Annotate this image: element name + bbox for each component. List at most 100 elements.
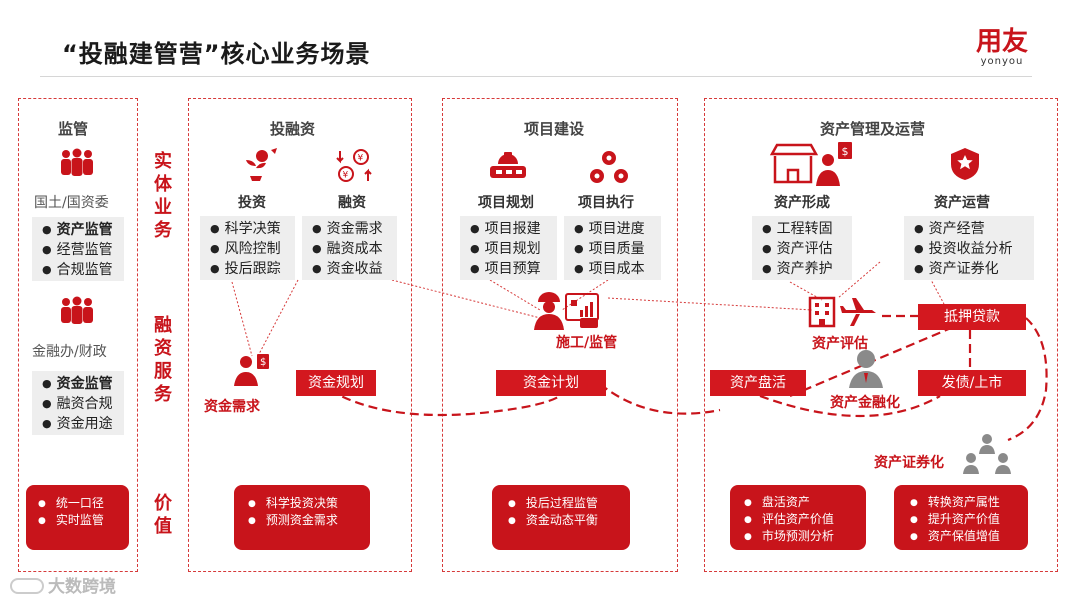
page-title: “投融建管营”核心业务场景 bbox=[62, 40, 371, 68]
bond-listing-label: 发债/上市 bbox=[918, 370, 1026, 396]
supervision-title: 监管 bbox=[58, 120, 89, 138]
supervision-group2-title: 金融办/财政 bbox=[32, 344, 107, 360]
logo-text-cn: 用友 bbox=[975, 27, 1028, 57]
list-item: 评估资产价值 bbox=[744, 511, 866, 528]
construction-value-box: 投后过程监管 资金动态平衡 bbox=[492, 485, 630, 550]
badge-icon bbox=[948, 146, 982, 186]
row-label-finance: 融资服务 bbox=[154, 315, 172, 405]
list-item: 提升资产价值 bbox=[910, 511, 1028, 528]
people-group-icon bbox=[58, 296, 96, 332]
construction-execution-list: 项目进度 项目质量 项目成本 bbox=[564, 216, 661, 280]
investment-finance-title: 融资 bbox=[338, 195, 366, 211]
list-item: 风险控制 bbox=[210, 239, 295, 259]
mortgage-loan-label: 抵押贷款 bbox=[918, 304, 1026, 330]
list-item: 盘活资产 bbox=[744, 494, 866, 511]
list-item: 科学决策 bbox=[210, 219, 295, 239]
list-item: 资金收益 bbox=[312, 259, 397, 279]
list-item: 项目进度 bbox=[574, 219, 661, 239]
list-item: 合规监管 bbox=[42, 260, 124, 280]
asset-value-box-2: 转换资产属性 提升资产价值 资产保值增值 bbox=[894, 485, 1028, 550]
list-item: 资产监管 bbox=[42, 220, 124, 240]
row-label-value: 价值 bbox=[154, 493, 172, 537]
row-label-entity: 实体业务 bbox=[154, 151, 172, 241]
construction-title: 项目建设 bbox=[524, 120, 585, 138]
list-item: 资产保值增值 bbox=[910, 528, 1028, 545]
store-person-icon: $ bbox=[768, 140, 860, 190]
person-avatar-icon bbox=[846, 348, 886, 394]
people-cycle-icon bbox=[962, 432, 1012, 480]
list-item: 投后过程监管 bbox=[508, 495, 630, 512]
investment-value-box: 科学投资决策 预测资金需求 bbox=[234, 485, 370, 550]
watermark-text: 大数跨境 bbox=[48, 577, 116, 597]
svg-text:$: $ bbox=[260, 357, 266, 368]
people-group-icon bbox=[58, 148, 96, 184]
list-item: 项目规划 bbox=[470, 239, 557, 259]
funding-demand-label: 资金需求 bbox=[204, 399, 260, 415]
asset-title: 资产管理及运营 bbox=[820, 120, 926, 138]
list-item: 项目预算 bbox=[470, 259, 557, 279]
gears-icon bbox=[588, 150, 630, 190]
asset-formation-list: 工程转固 资产评估 资产养护 bbox=[752, 216, 852, 280]
list-item: 项目报建 bbox=[470, 219, 557, 239]
list-item: 融资成本 bbox=[312, 239, 397, 259]
asset-operation-list: 资产经营 投资收益分析 资产证券化 bbox=[904, 216, 1034, 280]
list-item: 投后跟踪 bbox=[210, 259, 295, 279]
list-item: 项目质量 bbox=[574, 239, 661, 259]
logo-text-en: yonyou bbox=[980, 56, 1024, 67]
supervision-value-box: 统一口径 实时监管 bbox=[26, 485, 129, 550]
title-divider bbox=[40, 76, 1032, 77]
supervision-group1-list: 资产监管 经营监管 合规监管 bbox=[32, 217, 124, 281]
list-item: 投资收益分析 bbox=[914, 239, 1034, 259]
list-item: 统一口径 bbox=[38, 495, 129, 512]
building-plane-icon bbox=[806, 294, 878, 332]
asset-formation-title: 资产形成 bbox=[774, 195, 830, 211]
asset-revitalize-label: 资产盘活 bbox=[710, 370, 806, 396]
investment-invest-list: 科学决策 风险控制 投后跟踪 bbox=[200, 216, 295, 280]
list-item: 资金需求 bbox=[312, 219, 397, 239]
asset-financialization-label: 资产金融化 bbox=[830, 395, 900, 411]
list-item: 科学投资决策 bbox=[248, 495, 370, 512]
list-item: 融资合规 bbox=[42, 394, 124, 414]
capital-plan-label: 资金计划 bbox=[496, 370, 606, 396]
svg-text:¥: ¥ bbox=[358, 154, 364, 164]
list-item: 资金动态平衡 bbox=[508, 512, 630, 529]
yonyou-logo: 用友 yonyou bbox=[968, 28, 1036, 67]
construction-planning-list: 项目报建 项目规划 项目预算 bbox=[460, 216, 557, 280]
list-item: 资金监管 bbox=[42, 374, 124, 394]
watermark-logo-icon bbox=[10, 578, 44, 594]
svg-text:¥: ¥ bbox=[343, 171, 349, 181]
asset-value-box-1: 盘活资产 评估资产价值 市场预测分析 bbox=[730, 485, 866, 550]
list-item: 工程转固 bbox=[762, 219, 852, 239]
list-item: 资产经营 bbox=[914, 219, 1034, 239]
list-item: 预测资金需求 bbox=[248, 512, 370, 529]
person-document-icon: $ bbox=[232, 352, 272, 392]
worker-board-icon bbox=[532, 288, 602, 334]
finance-exchange-icon: ¥ ¥ bbox=[334, 148, 374, 188]
list-item: 资产评估 bbox=[762, 239, 852, 259]
list-item: 资产养护 bbox=[762, 259, 852, 279]
watermark: 大数跨境 bbox=[10, 572, 116, 597]
funding-plan-label: 资金规划 bbox=[296, 370, 376, 396]
investment-title: 投融资 bbox=[270, 120, 316, 138]
investment-plant-icon bbox=[238, 146, 278, 186]
supervision-group1-title: 国土/国资委 bbox=[34, 195, 109, 211]
construction-barrier-icon bbox=[488, 150, 528, 186]
asset-securitization-label: 资产证券化 bbox=[874, 455, 944, 471]
investment-invest-title: 投资 bbox=[238, 195, 266, 211]
list-item: 资产证券化 bbox=[914, 259, 1034, 279]
construction-planning-title: 项目规划 bbox=[478, 195, 534, 211]
investment-finance-list: 资金需求 融资成本 资金收益 bbox=[302, 216, 397, 280]
asset-evaluation-label: 资产评估 bbox=[812, 336, 868, 352]
construction-site-label: 施工/监管 bbox=[556, 335, 618, 351]
list-item: 资金用途 bbox=[42, 414, 124, 434]
construction-execution-title: 项目执行 bbox=[578, 195, 634, 211]
supervision-group2-list: 资金监管 融资合规 资金用途 bbox=[32, 371, 124, 435]
list-item: 经营监管 bbox=[42, 240, 124, 260]
list-item: 市场预测分析 bbox=[744, 528, 866, 545]
svg-text:$: $ bbox=[842, 145, 849, 158]
list-item: 项目成本 bbox=[574, 259, 661, 279]
list-item: 实时监管 bbox=[38, 512, 129, 529]
asset-operation-title: 资产运营 bbox=[934, 195, 990, 211]
list-item: 转换资产属性 bbox=[910, 494, 1028, 511]
